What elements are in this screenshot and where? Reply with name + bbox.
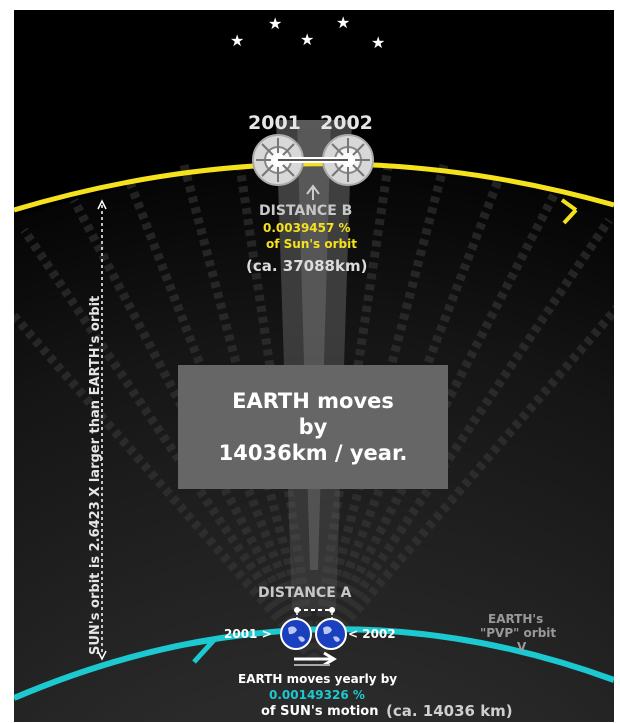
- earth-orbit-label-1: EARTH's: [488, 612, 544, 626]
- center-beam-inner: [297, 120, 331, 570]
- arrow-up-icon: [306, 184, 320, 200]
- earth-moves-of-sun: of SUN's motion: [261, 704, 379, 719]
- distance-b-percent: 0.0039457 %: [263, 221, 351, 235]
- arrow-right-icon: [294, 651, 337, 667]
- earth-orbit-label-2: "PVP" orbit: [480, 626, 557, 640]
- earth-year-right: < 2002: [348, 627, 396, 641]
- earth-year-left: 2001 >: [224, 627, 272, 641]
- sun-orbit-arrow: [560, 198, 578, 225]
- sun-year-left: 2001: [248, 112, 301, 134]
- distance-b-km: (ca. 37088km): [246, 257, 368, 275]
- headline-line-2: by: [298, 415, 328, 439]
- earth-moves-line: EARTH moves yearly by: [238, 672, 398, 686]
- star-icon: ★: [336, 13, 351, 32]
- star-icon: ★: [300, 30, 315, 49]
- sun-year-right: 2002: [320, 112, 373, 134]
- star-icon: ★: [230, 31, 245, 50]
- earth-icon: [315, 618, 347, 650]
- distance-a-title: DISTANCE A: [258, 585, 352, 601]
- earth-orbit-label-3: V: [517, 640, 527, 654]
- sun-orbit: [14, 161, 614, 213]
- headline-box: EARTH moves by 14036km / year.: [178, 365, 448, 489]
- diagram-canvas: ★ ★ ★ ★ ★ 2001 2002 DISTANCE B 0.0039457…: [14, 10, 614, 722]
- headline-line-3: 14036km / year.: [218, 441, 408, 465]
- star-icon: ★: [268, 14, 283, 33]
- distance-b-of-sun-orbit: of Sun's orbit: [266, 237, 357, 251]
- earth-orbit: [14, 626, 614, 701]
- earth-icon: [280, 618, 312, 650]
- distance-b-title: DISTANCE B: [259, 203, 353, 219]
- star-icon: ★: [371, 33, 386, 52]
- earth-moves-percent: 0.00149326 %: [269, 688, 365, 702]
- earth-moves-km: (ca. 14036 km): [386, 702, 513, 720]
- headline-line-1: EARTH moves: [232, 389, 394, 413]
- earth-orbit-arrow: [183, 636, 221, 664]
- side-orbit-ratio-label: SUN's orbit is 2.6423 X larger than EART…: [88, 295, 103, 655]
